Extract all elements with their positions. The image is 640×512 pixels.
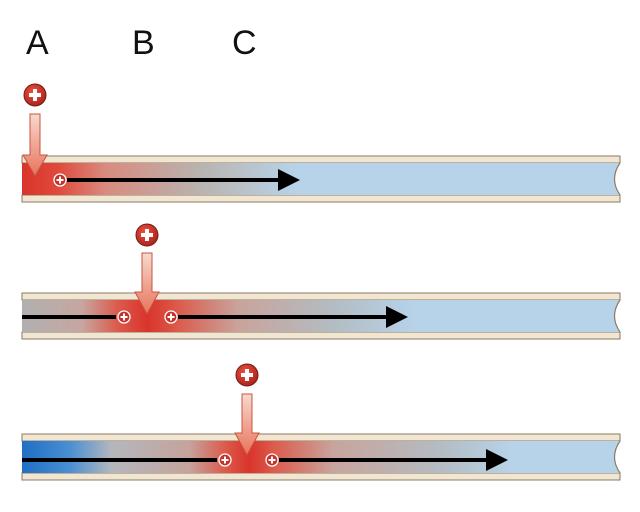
injection-arrow-icon xyxy=(134,252,160,316)
plus-charge-icon xyxy=(265,453,279,467)
plus-charge-icon xyxy=(218,453,232,467)
column-label-a: A xyxy=(26,24,49,62)
injection-charge-icon xyxy=(23,83,47,107)
plus-charge-icon xyxy=(164,310,178,324)
axon-panel-2 xyxy=(21,223,621,340)
plus-charge-icon xyxy=(53,173,67,187)
axon-panel-1 xyxy=(21,83,621,203)
plus-charge-icon xyxy=(117,310,131,324)
injection-arrow-icon xyxy=(22,113,48,178)
injection-arrow-icon xyxy=(234,393,260,457)
column-label-b: B xyxy=(132,24,155,62)
injection-charge-icon xyxy=(135,223,159,247)
injection-charge-icon xyxy=(235,363,259,387)
axon-panel-3 xyxy=(21,363,621,481)
column-label-c: C xyxy=(232,24,257,62)
current-arrow-icon xyxy=(279,449,508,471)
current-arrow-icon xyxy=(178,306,408,328)
axon-tube xyxy=(21,433,621,481)
current-arrow-icon xyxy=(67,169,300,191)
